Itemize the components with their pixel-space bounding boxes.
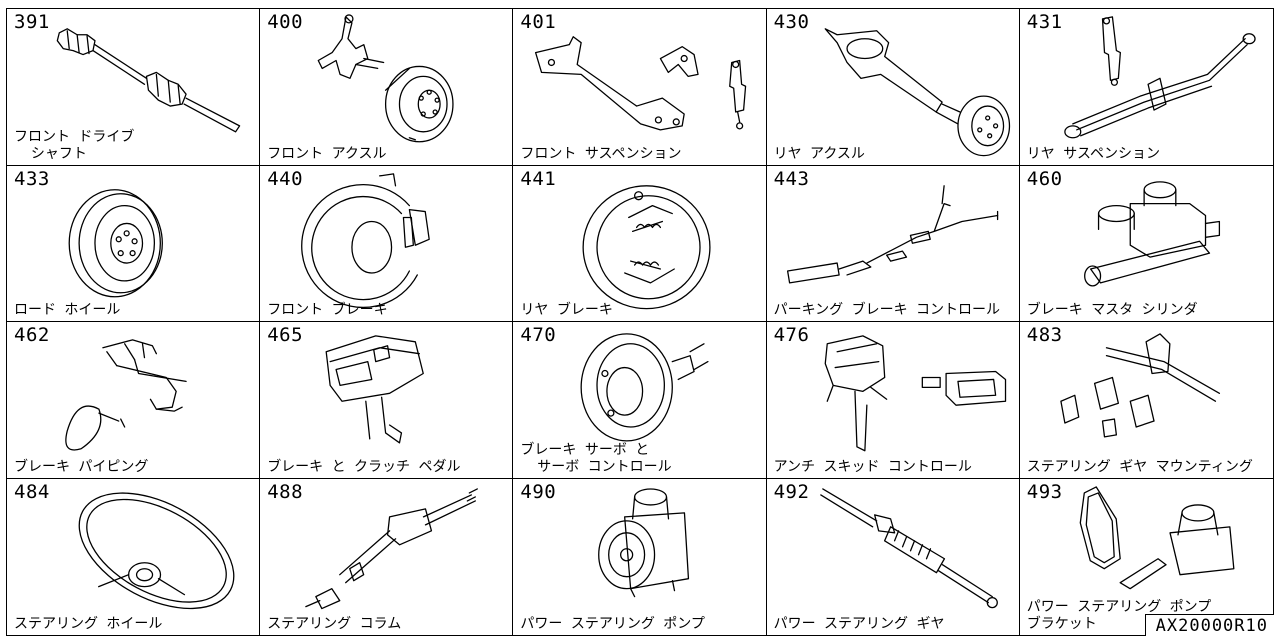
front-drive-shaft-illustration — [56, 28, 241, 133]
power-steering-pump-bracket-illustration — [1079, 485, 1235, 589]
section-cell-483[interactable]: 483 ステアリング ギヤ マウンティング — [1019, 322, 1273, 479]
section-label: フロント ドライブ シャフト — [14, 128, 135, 162]
section-cell-493[interactable]: 493 パワー ステアリング ポンプ ブラケット — [1020, 479, 1273, 636]
power-steering-gear-illustration — [819, 487, 998, 608]
section-cell-470[interactable]: 470 ブレーキ サーボ と サーボ コントロール — [513, 322, 767, 479]
section-label: ロード ホイール — [14, 302, 121, 318]
section-code: 465 — [267, 324, 304, 346]
road-wheel-illustration — [68, 188, 163, 297]
section-cell-460[interactable]: 460 ブレーキ マスタ シリンダ — [1019, 166, 1273, 322]
section-label: ステアリング ホイール — [14, 616, 163, 632]
section-code: 493 — [1026, 480, 1063, 503]
brake-piping-illustration — [65, 339, 187, 451]
steering-wheel-illustration — [78, 491, 235, 609]
section-label: フロント サスペンション — [520, 145, 682, 162]
section-label: ブレーキ パイピング — [14, 458, 149, 475]
section-code: 470 — [520, 324, 557, 346]
section-label: ブレーキ マスタ シリンダ — [1026, 302, 1198, 318]
section-label: パワー ステアリング ポンプ ブラケット — [1026, 599, 1212, 632]
section-cell-433[interactable]: 433 ロード ホイール — [7, 165, 261, 322]
steering-gear-mounting-illustration — [1060, 333, 1220, 438]
section-code: 441 — [520, 167, 557, 190]
section-cell-492[interactable]: 492 パワー ステアリング ギヤ — [767, 478, 1020, 635]
section-code: 462 — [14, 324, 50, 346]
section-code: 490 — [520, 480, 557, 503]
section-code: 492 — [773, 480, 810, 503]
parking-brake-control-illustration — [786, 184, 998, 284]
rear-axle-illustration — [824, 28, 1010, 157]
section-code: 400 — [267, 11, 304, 33]
power-steering-pump-illustration — [598, 487, 690, 597]
section-label: フロント ブレーキ — [267, 302, 388, 318]
brake-master-cylinder-illustration — [1083, 180, 1220, 286]
section-label: ブレーキ と クラッチ ペダル — [267, 458, 461, 475]
section-code: 430 — [773, 11, 810, 33]
section-cell-430[interactable]: 430 リヤ アクスル — [766, 9, 1020, 166]
parts-category-grid: 391 フロント ドライブ シャフト 400 フロント アクスル 401 — [6, 8, 1274, 636]
brake-clutch-pedal-illustration — [325, 335, 425, 444]
drawing-reference-code: AX20000R10 — [1144, 614, 1274, 636]
section-cell-488[interactable]: 488 ステアリング コラム — [260, 478, 514, 635]
front-axle-illustration — [317, 14, 454, 143]
section-cell-440[interactable]: 440 フロント ブレーキ — [260, 165, 514, 322]
section-label: フロント アクスル — [267, 145, 387, 162]
section-code: 476 — [773, 324, 810, 346]
section-label: パワー ステアリング ポンプ — [520, 616, 705, 632]
section-cell-441[interactable]: 441 リヤ ブレーキ — [513, 165, 767, 322]
section-cell-490[interactable]: 490 パワー ステアリング ポンプ — [513, 478, 767, 635]
section-cell-484[interactable]: 484 ステアリング ホイール — [7, 478, 261, 635]
section-label: アンチ スキッド コントロール — [773, 458, 972, 475]
section-code: 484 — [14, 480, 50, 503]
section-label: リヤ アクスル — [773, 145, 865, 162]
section-cell-400[interactable]: 400 フロント アクスル — [260, 9, 514, 166]
section-code: 391 — [14, 11, 50, 33]
front-suspension-illustration — [535, 36, 747, 131]
section-code: 440 — [267, 167, 304, 190]
rear-suspension-illustration — [1064, 16, 1256, 139]
section-code: 443 — [773, 167, 810, 190]
section-label: ステアリング コラム — [267, 616, 402, 632]
section-cell-401[interactable]: 401 フロント サスペンション — [513, 9, 767, 166]
anti-skid-control-illustration — [824, 335, 1006, 452]
section-label: リヤ サスペンション — [1026, 145, 1160, 162]
section-label: リヤ ブレーキ — [520, 302, 613, 318]
brake-servo-illustration — [580, 333, 709, 442]
section-cell-476[interactable]: 476 アンチ スキッド コントロール — [766, 322, 1020, 479]
section-cell-391[interactable]: 391 フロント ドライブ シャフト — [7, 9, 261, 166]
steering-column-illustration — [305, 487, 479, 609]
section-label: パーキング ブレーキ コントロール — [773, 302, 1001, 318]
section-code: 483 — [1026, 324, 1063, 346]
section-code: 460 — [1026, 167, 1063, 190]
section-label: ブレーキ サーボ と サーボ コントロール — [520, 441, 672, 475]
section-cell-431[interactable]: 431 リヤ サスペンション — [1019, 9, 1273, 166]
rear-brake-illustration — [582, 184, 711, 309]
section-code: 401 — [520, 11, 557, 33]
section-code: 431 — [1026, 11, 1063, 33]
section-label: ステアリング ギヤ マウンティング — [1026, 458, 1253, 475]
section-label: パワー ステアリング ギヤ — [773, 616, 945, 632]
section-code: 488 — [267, 480, 304, 503]
section-code: 433 — [14, 167, 50, 190]
section-cell-465[interactable]: 465 ブレーキ と クラッチ ペダル — [260, 322, 514, 479]
section-cell-462[interactable]: 462 ブレーキ パイピング — [7, 322, 261, 479]
section-cell-443[interactable]: 443 パーキング ブレーキ コントロール — [766, 165, 1020, 322]
front-brake-illustration — [301, 172, 431, 308]
